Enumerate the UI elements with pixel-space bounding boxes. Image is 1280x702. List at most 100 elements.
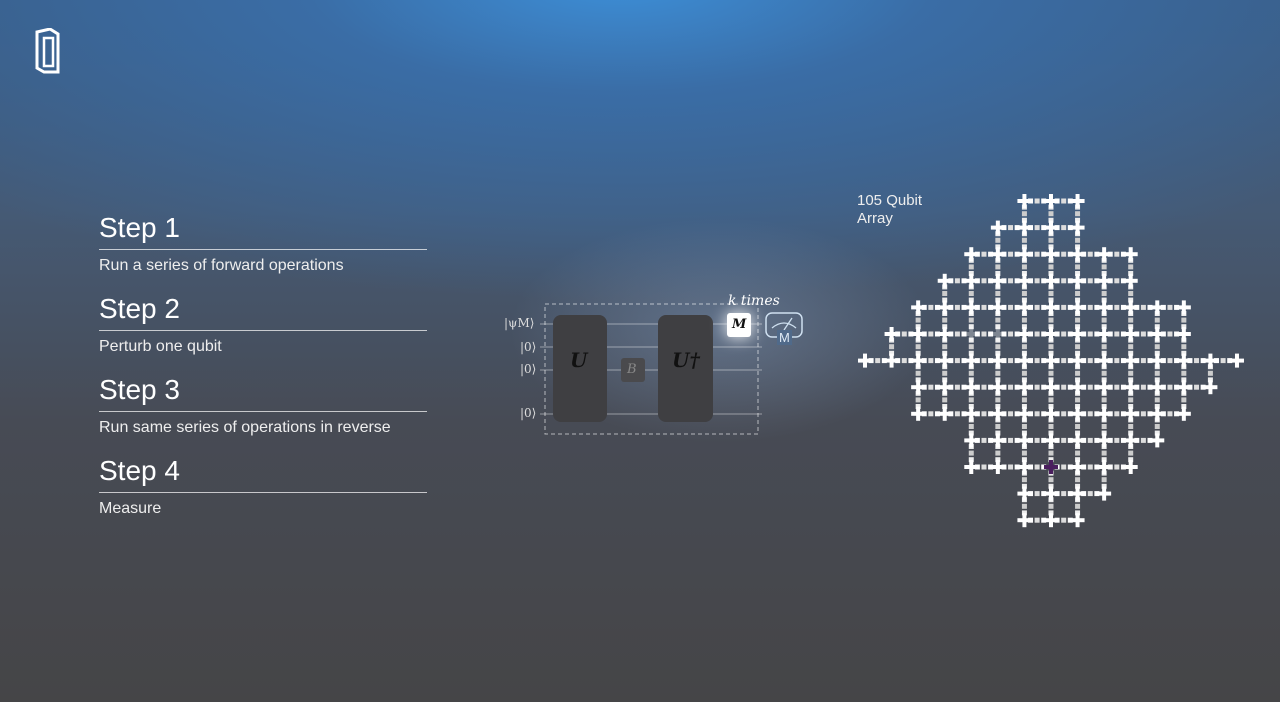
coupler: [995, 297, 1001, 303]
qubit: [1017, 513, 1032, 528]
coupler: [1181, 370, 1187, 376]
coupler: [1075, 317, 1081, 323]
qubit: [1097, 273, 1112, 288]
coupler: [995, 264, 1001, 270]
coupler: [1114, 411, 1120, 417]
coupler: [968, 430, 974, 436]
coupler: [1008, 411, 1014, 417]
coupler: [934, 384, 940, 390]
coupler: [928, 384, 934, 390]
coupler: [1075, 483, 1081, 489]
coupler: [968, 271, 974, 276]
coupler: [1048, 350, 1054, 356]
coupler: [1034, 437, 1040, 443]
coupler: [1048, 424, 1054, 429]
coupler: [995, 397, 1001, 403]
coupler: [1061, 517, 1067, 523]
coupler: [1048, 457, 1054, 463]
qubit: [1070, 380, 1085, 395]
coupler: [1128, 424, 1134, 429]
qubit: [1097, 327, 1112, 341]
coupler: [1048, 291, 1054, 296]
coupler: [1140, 437, 1146, 443]
coupler: [1021, 317, 1027, 323]
qubit: [1043, 194, 1058, 208]
qubit: [937, 300, 952, 315]
brand-logo: [35, 28, 60, 74]
qubit: [990, 380, 1005, 395]
coupler: [1014, 358, 1020, 364]
circuit-diagram: |ψM⟩ |0⟩ |0⟩ |0⟩ U B U† M k times M: [500, 290, 820, 440]
coupler: [915, 317, 921, 323]
coupler: [1154, 377, 1160, 383]
qubit: [1043, 513, 1058, 528]
coupler: [1021, 370, 1027, 376]
qubit: [1070, 273, 1085, 288]
coupler: [1075, 510, 1081, 516]
coupler: [1207, 370, 1213, 376]
coupler: [942, 404, 948, 409]
coupler: [1128, 324, 1134, 330]
coupler: [995, 344, 1001, 350]
coupler: [1075, 503, 1081, 509]
coupler: [1021, 297, 1027, 303]
qubit: [1070, 300, 1085, 315]
qubit: [1043, 273, 1058, 288]
qubit: [1097, 300, 1112, 315]
coupler: [1075, 264, 1081, 270]
coupler: [954, 358, 960, 364]
coupler: [1041, 464, 1047, 470]
coupler: [1061, 251, 1067, 257]
coupler: [1114, 278, 1120, 284]
coupler: [1021, 457, 1027, 463]
coupler: [1067, 491, 1073, 497]
coupler: [1154, 370, 1160, 376]
coupler: [1147, 411, 1153, 417]
coupler: [1034, 517, 1040, 523]
coupler: [1021, 377, 1027, 383]
coupler: [1075, 324, 1081, 330]
coupler: [981, 278, 987, 284]
qubit: [1017, 380, 1032, 395]
qubit: [990, 327, 1005, 341]
step-description: Measure: [99, 500, 162, 517]
coupler: [1094, 278, 1100, 284]
coupler: [1154, 404, 1160, 409]
coupler: [1194, 384, 1200, 390]
qubit: [1017, 220, 1032, 235]
coupler: [1087, 464, 1093, 470]
coupler: [988, 464, 994, 470]
coupler: [1154, 317, 1160, 323]
qubit: [1123, 460, 1138, 474]
coupler: [1014, 411, 1020, 417]
qubit: [1017, 433, 1032, 448]
coupler: [968, 264, 974, 270]
coupler: [1167, 358, 1173, 364]
coupler: [1067, 384, 1073, 390]
qubit: [1150, 433, 1165, 448]
coupler: [1114, 464, 1120, 470]
coupler: [968, 404, 974, 409]
array-label-line1: 105 Qubit: [857, 192, 923, 209]
coupler: [881, 358, 887, 364]
coupler: [1101, 370, 1107, 376]
coupler: [1048, 264, 1054, 270]
coupler: [1021, 264, 1027, 270]
coupler: [1181, 350, 1187, 356]
coupler: [1048, 503, 1054, 509]
coupler: [1181, 344, 1187, 350]
coupler: [1061, 491, 1067, 497]
coupler: [1075, 217, 1081, 223]
coupler: [995, 271, 1001, 276]
coupler: [1075, 457, 1081, 463]
coupler: [915, 350, 921, 356]
coupler: [1087, 278, 1093, 284]
coupler: [934, 411, 940, 417]
coupler: [1128, 297, 1134, 303]
coupler: [1021, 291, 1027, 296]
coupler: [1087, 411, 1093, 417]
qubit: [1176, 327, 1191, 341]
qubit: [911, 380, 926, 395]
qubit: [964, 327, 979, 341]
coupler: [1200, 358, 1206, 364]
